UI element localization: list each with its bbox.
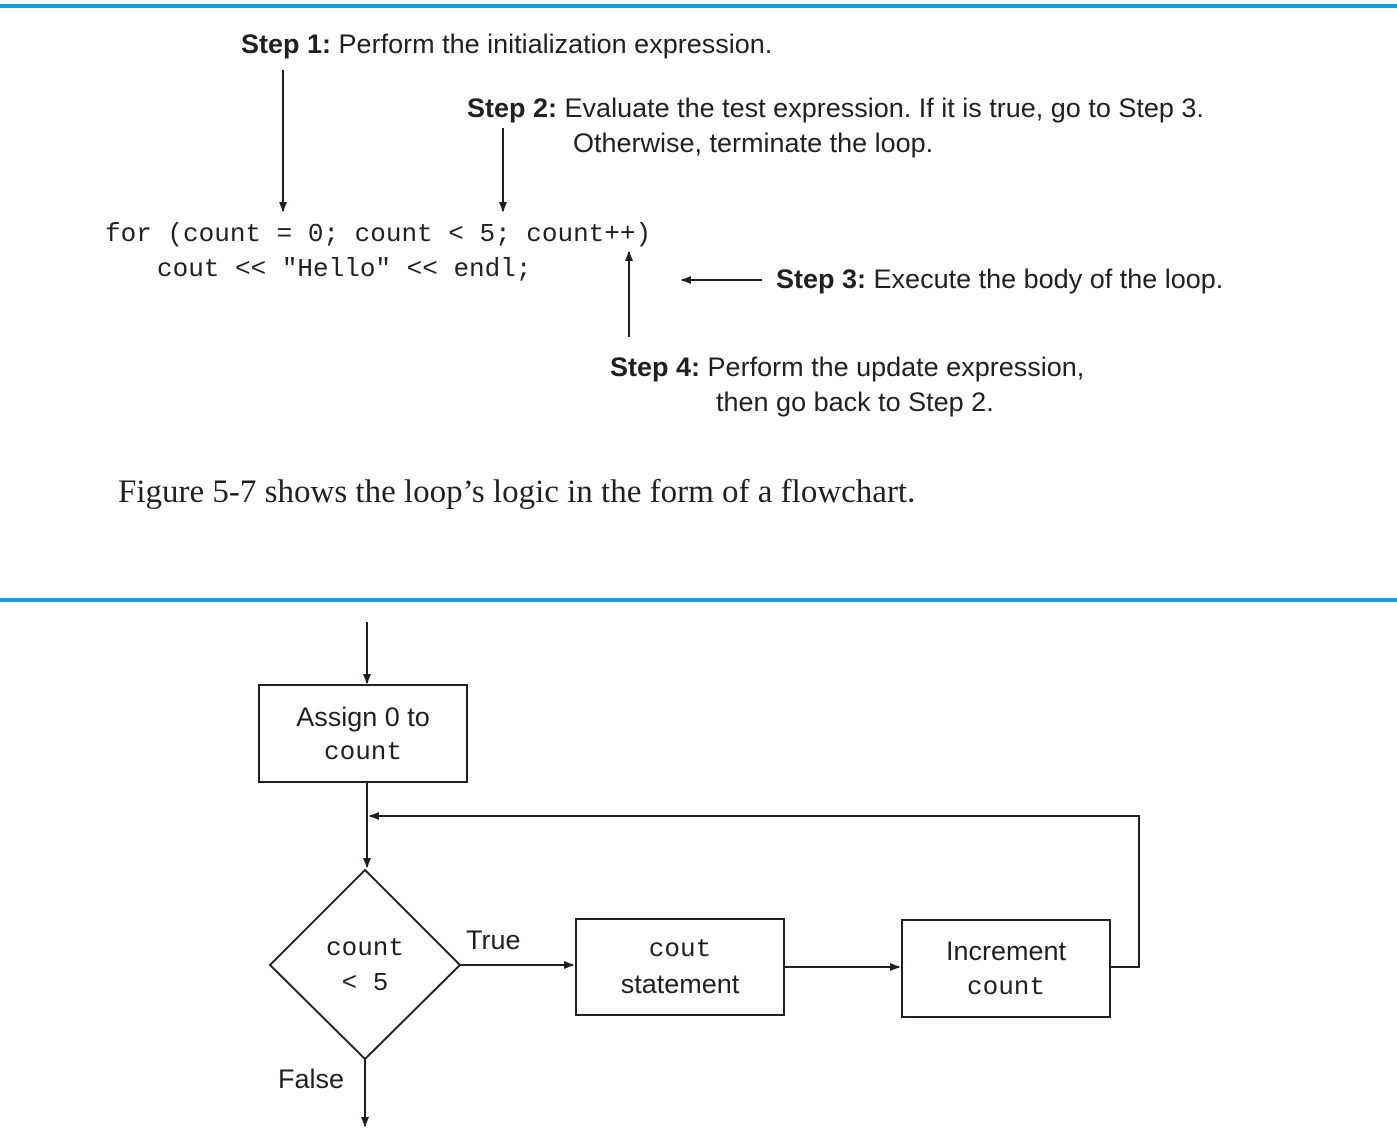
section-rule bbox=[0, 598, 1397, 602]
decision-line2: < 5 bbox=[341, 968, 389, 998]
decision-label: count < 5 bbox=[295, 931, 435, 1001]
code-line-2: cout << "Hello" << endl; bbox=[157, 254, 532, 284]
step2-annotation: Step 2: Evaluate the test expression. If… bbox=[467, 91, 1204, 126]
increment-box-label: Increment count bbox=[902, 934, 1110, 1005]
assign-box bbox=[258, 684, 468, 783]
step1-label: Step 1: bbox=[241, 29, 332, 59]
increment-line1: Increment bbox=[945, 936, 1067, 966]
step4-annotation: Step 4: Perform the update expression, bbox=[610, 350, 1084, 385]
false-label: False bbox=[278, 1064, 345, 1094]
step1-annotation: Step 1: Perform the initialization expre… bbox=[241, 27, 772, 62]
increment-box bbox=[901, 919, 1111, 1018]
increment-line2: count bbox=[966, 972, 1045, 1002]
step3-annotation: Step 3: Execute the body of the loop. bbox=[776, 262, 1223, 297]
step3-label: Step 3: bbox=[776, 264, 867, 294]
step1-text: Perform the initialization expression. bbox=[338, 29, 773, 59]
decision-line1: count bbox=[325, 933, 404, 963]
step2-line2: Otherwise, terminate the loop. bbox=[573, 128, 934, 158]
assign-line1: Assign 0 to bbox=[296, 702, 430, 732]
step4-label: Step 4: bbox=[610, 352, 701, 382]
step2-line1: Evaluate the test expression. If it is t… bbox=[564, 93, 1204, 123]
cout-line1: cout bbox=[648, 934, 712, 964]
assign-line2: count bbox=[323, 737, 402, 767]
step3-text: Execute the body of the loop. bbox=[873, 264, 1224, 294]
cout-line2: statement bbox=[620, 969, 740, 999]
step4-line2: then go back to Step 2. bbox=[716, 387, 994, 417]
code-line-1: for (count = 0; count < 5; count++) bbox=[105, 219, 652, 249]
true-label: True bbox=[466, 925, 521, 955]
assign-box-label: Assign 0 to count bbox=[259, 700, 467, 770]
cout-box-label: cout statement bbox=[576, 932, 784, 1002]
step4-line1: Perform the update expression, bbox=[707, 352, 1085, 382]
step2-label: Step 2: bbox=[467, 93, 558, 123]
loop-back-line bbox=[369, 812, 1140, 968]
top-rule bbox=[0, 4, 1397, 8]
body-paragraph: Figure 5-7 shows the loop’s logic in the… bbox=[118, 474, 916, 510]
